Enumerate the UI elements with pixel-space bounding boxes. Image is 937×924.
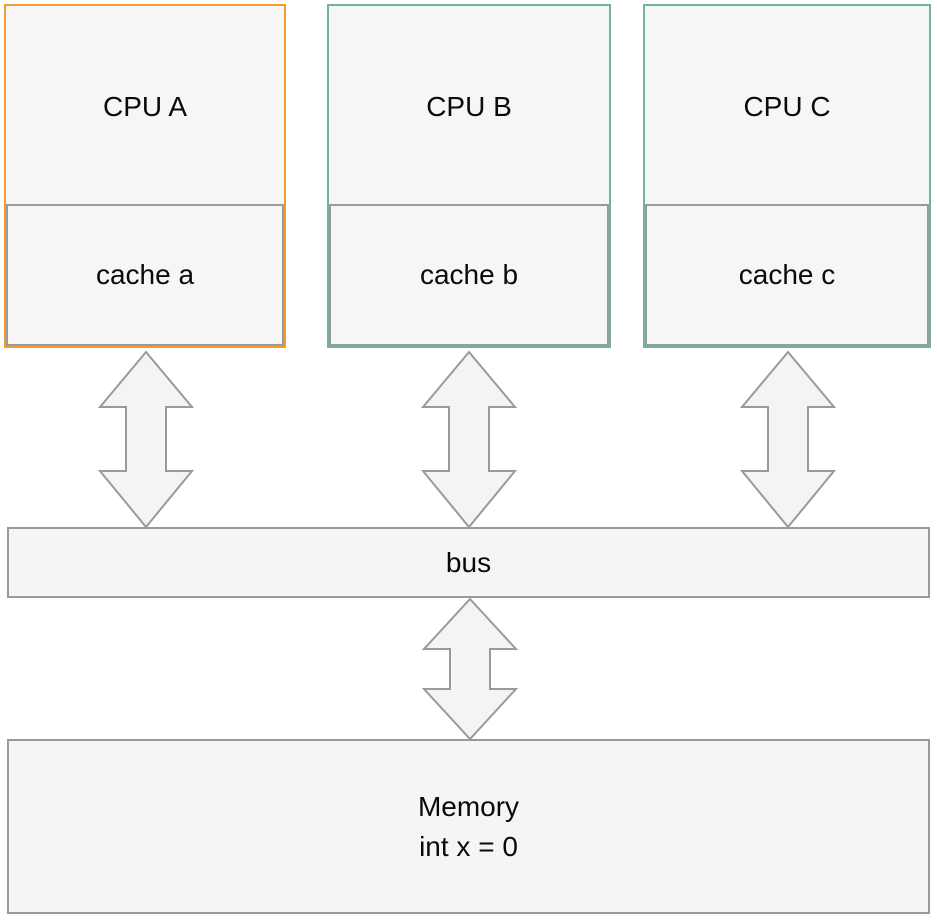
cpu-b-label: CPU B xyxy=(426,91,512,122)
memory-value: int x = 0 xyxy=(419,830,518,862)
cache-a-label: cache a xyxy=(95,259,195,290)
cpu-c-label: CPU C xyxy=(743,91,831,122)
memory-title: Memory xyxy=(417,790,520,822)
double-arrow-icon xyxy=(420,350,518,529)
cache-c-label: cache c xyxy=(738,259,836,290)
cache-c-box: cache c xyxy=(645,204,929,346)
double-arrow-icon xyxy=(739,350,837,529)
bus-label: bus xyxy=(445,546,492,578)
cache-b-box: cache b xyxy=(329,204,609,346)
bus-bar: bus xyxy=(7,527,930,598)
memory-box: Memory int x = 0 xyxy=(7,739,930,914)
double-arrow-icon xyxy=(97,350,195,529)
cpu-a-group-box: CPU A cache a xyxy=(4,4,286,348)
cpu-c-group-box: CPU C cache c xyxy=(643,4,931,348)
cache-b-label: cache b xyxy=(419,259,519,290)
cache-a-box: cache a xyxy=(6,204,284,346)
cpu-a-label: CPU A xyxy=(102,91,188,122)
double-arrow-icon xyxy=(421,597,519,741)
cpu-b-group-box: CPU B cache b xyxy=(327,4,611,348)
